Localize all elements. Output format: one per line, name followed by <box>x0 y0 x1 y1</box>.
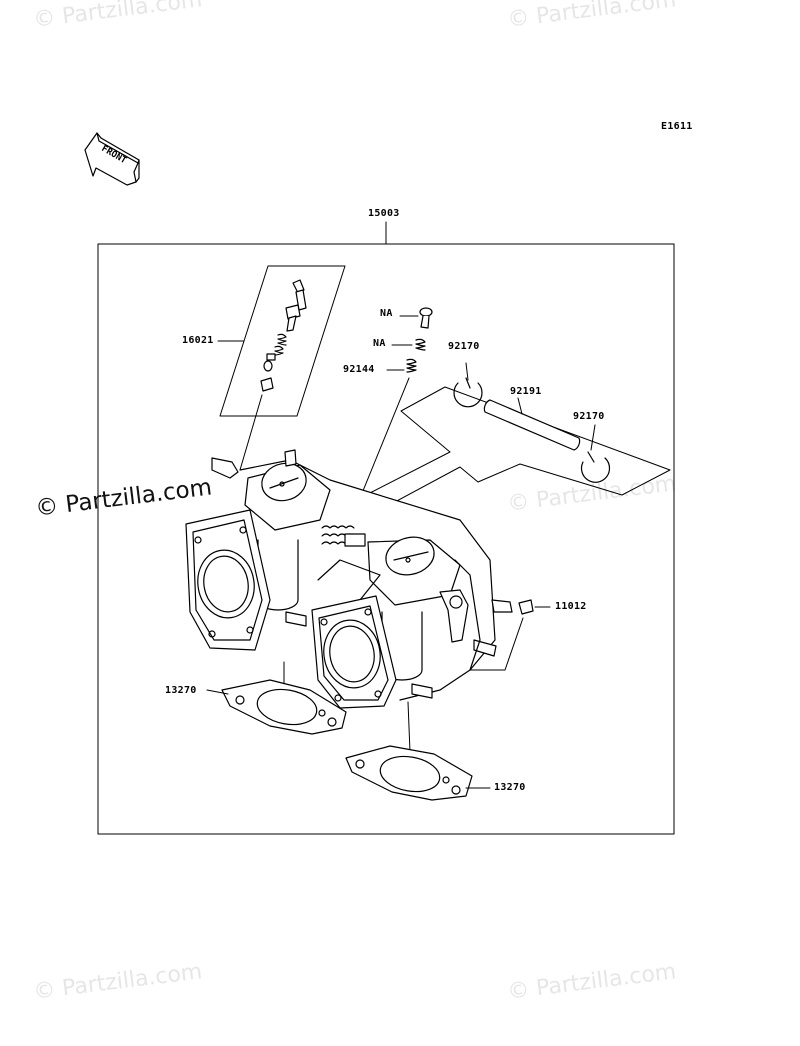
diagram-code: E1611 <box>661 121 693 132</box>
gasket-right-13270 <box>345 745 473 801</box>
parts-box-16021 <box>219 265 346 417</box>
part-label-13270-left: 13270 <box>165 685 197 696</box>
part-label-92170-right: 92170 <box>573 411 605 422</box>
part-label-11012: 11012 <box>555 601 587 612</box>
part-label-15003: 15003 <box>368 208 400 219</box>
gasket-left-13270 <box>221 679 347 735</box>
part-label-92144: 92144 <box>343 364 375 375</box>
part-label-92191: 92191 <box>510 386 542 397</box>
part-label-na-screw: NA <box>380 308 393 319</box>
front-arrow-icon <box>84 132 140 186</box>
part-label-13270-right: 13270 <box>494 782 526 793</box>
throttle-body-housing <box>185 449 513 709</box>
part-label-92170-left: 92170 <box>448 341 480 352</box>
part-label-na-spring: NA <box>373 338 386 349</box>
hose-box <box>359 386 671 511</box>
part-label-16021: 16021 <box>182 335 214 346</box>
